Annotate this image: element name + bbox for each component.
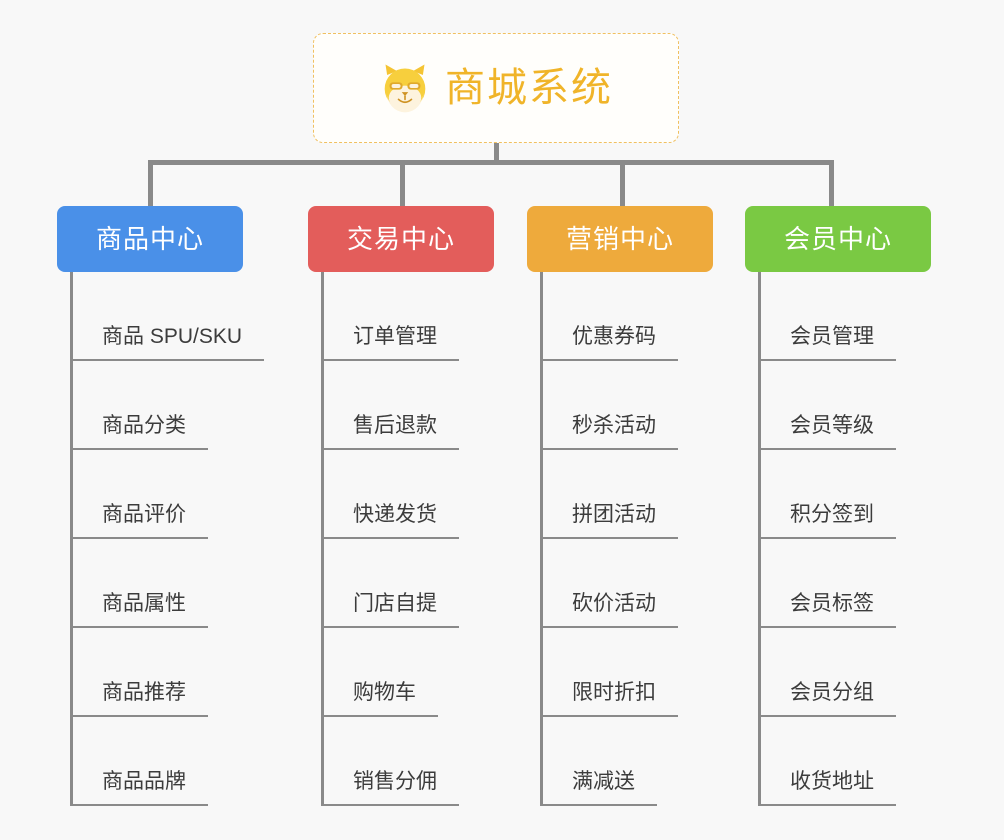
- root-node[interactable]: 商城系统: [313, 33, 679, 143]
- leaf-column-1: 商品 SPU/SKU 商品分类 商品评价 商品属性 商品推荐 商品品牌: [70, 272, 302, 806]
- list-item[interactable]: 积分签到: [758, 450, 990, 539]
- category-label: 商品中心: [95, 224, 204, 254]
- leaf-underline: [540, 359, 678, 361]
- column-spine: [321, 272, 324, 806]
- connector-drop-4: [829, 160, 834, 208]
- leaf-label: 会员标签: [790, 591, 874, 615]
- leaf-label: 满减送: [572, 769, 635, 793]
- list-item[interactable]: 限时折扣: [540, 628, 772, 717]
- category-box-营销中心[interactable]: 营销中心: [527, 206, 713, 272]
- leaf-underline: [70, 448, 208, 450]
- leaf-label: 限时折扣: [572, 680, 656, 704]
- category-box-会员中心[interactable]: 会员中心: [745, 206, 931, 272]
- leaf-underline: [70, 537, 208, 539]
- leaf-underline: [758, 626, 896, 628]
- connector-horizontal-bus: [148, 160, 834, 165]
- leaf-label: 会员管理: [790, 324, 874, 348]
- leaf-underline: [758, 448, 896, 450]
- leaf-underline: [321, 715, 438, 717]
- leaf-underline: [540, 626, 678, 628]
- leaf-underline: [758, 804, 896, 806]
- leaf-label: 拼团活动: [572, 502, 656, 526]
- leaf-label: 砍价活动: [572, 591, 656, 615]
- leaf-underline: [70, 715, 208, 717]
- leaf-underline: [758, 537, 896, 539]
- list-item[interactable]: 商品属性: [70, 539, 302, 628]
- category-box-交易中心[interactable]: 交易中心: [308, 206, 494, 272]
- leaf-label: 销售分佣: [353, 769, 437, 793]
- connector-drop-3: [620, 160, 625, 208]
- leaf-label: 会员等级: [790, 413, 874, 437]
- list-item[interactable]: 订单管理: [321, 272, 553, 361]
- category-label: 交易中心: [346, 224, 455, 254]
- leaf-underline: [70, 804, 208, 806]
- list-item[interactable]: 门店自提: [321, 539, 553, 628]
- leaf-underline: [540, 448, 678, 450]
- leaf-label: 秒杀活动: [572, 413, 656, 437]
- leaf-underline: [321, 359, 459, 361]
- leaf-column-4: 会员管理 会员等级 积分签到 会员标签 会员分组 收货地址: [758, 272, 990, 806]
- list-item[interactable]: 满减送: [540, 717, 772, 806]
- leaf-label: 商品 SPU/SKU: [102, 324, 243, 348]
- list-item[interactable]: 秒杀活动: [540, 361, 772, 450]
- category-box-商品中心[interactable]: 商品中心: [57, 206, 243, 272]
- list-item[interactable]: 会员等级: [758, 361, 990, 450]
- list-item[interactable]: 商品分类: [70, 361, 302, 450]
- column-spine: [540, 272, 543, 806]
- list-item[interactable]: 会员管理: [758, 272, 990, 361]
- list-item[interactable]: 销售分佣: [321, 717, 553, 806]
- leaf-underline: [321, 804, 459, 806]
- leaf-label: 门店自提: [353, 591, 437, 615]
- leaf-label: 收货地址: [790, 769, 874, 793]
- connector-drop-2: [400, 160, 405, 208]
- leaf-underline: [70, 359, 264, 361]
- leaf-underline: [321, 537, 459, 539]
- list-item[interactable]: 优惠券码: [540, 272, 772, 361]
- leaf-label: 优惠券码: [572, 324, 656, 348]
- leaf-label: 积分签到: [790, 502, 874, 526]
- list-item[interactable]: 商品推荐: [70, 628, 302, 717]
- leaf-underline: [540, 804, 657, 806]
- list-item[interactable]: 商品 SPU/SKU: [70, 272, 302, 361]
- leaf-label: 会员分组: [790, 680, 874, 704]
- leaf-label: 商品评价: [102, 502, 186, 526]
- leaf-underline: [70, 626, 208, 628]
- leaf-column-3: 优惠券码 秒杀活动 拼团活动 砍价活动 限时折扣 满减送: [540, 272, 772, 806]
- leaf-underline: [758, 715, 896, 717]
- connector-root-stem: [494, 143, 499, 164]
- list-item[interactable]: 售后退款: [321, 361, 553, 450]
- list-item[interactable]: 商品评价: [70, 450, 302, 539]
- leaf-label: 商品推荐: [102, 680, 186, 704]
- leaf-label: 商品分类: [102, 413, 186, 437]
- leaf-underline: [758, 359, 896, 361]
- root-title: 商城系统: [445, 66, 613, 110]
- leaf-underline: [540, 537, 678, 539]
- category-label: 营销中心: [565, 224, 674, 254]
- list-item[interactable]: 砍价活动: [540, 539, 772, 628]
- leaf-label: 订单管理: [353, 324, 437, 348]
- leaf-label: 商品品牌: [102, 769, 186, 793]
- dog-face-icon: [379, 62, 431, 114]
- column-spine: [70, 272, 73, 806]
- connector-drop-1: [148, 160, 153, 208]
- list-item[interactable]: 快递发货: [321, 450, 553, 539]
- column-spine: [758, 272, 761, 806]
- list-item[interactable]: 收货地址: [758, 717, 990, 806]
- leaf-underline: [321, 448, 459, 450]
- list-item[interactable]: 会员标签: [758, 539, 990, 628]
- leaf-underline: [540, 715, 678, 717]
- leaf-column-2: 订单管理 售后退款 快递发货 门店自提 购物车 销售分佣: [321, 272, 553, 806]
- leaf-label: 商品属性: [102, 591, 186, 615]
- list-item[interactable]: 购物车: [321, 628, 553, 717]
- list-item[interactable]: 商品品牌: [70, 717, 302, 806]
- list-item[interactable]: 拼团活动: [540, 450, 772, 539]
- leaf-label: 购物车: [353, 680, 416, 704]
- leaf-underline: [321, 626, 459, 628]
- leaf-label: 快递发货: [353, 502, 437, 526]
- list-item[interactable]: 会员分组: [758, 628, 990, 717]
- leaf-label: 售后退款: [353, 413, 437, 437]
- category-label: 会员中心: [783, 224, 892, 254]
